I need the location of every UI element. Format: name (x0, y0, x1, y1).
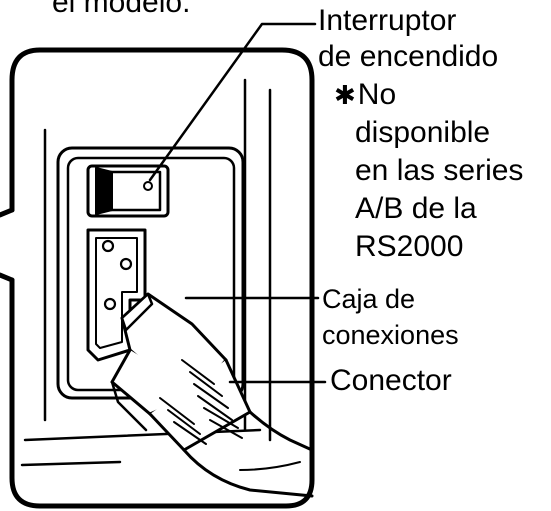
top-caption: el modelo. (52, 0, 191, 19)
switch-note-line2: disponible (355, 116, 491, 149)
socket-hole-3 (103, 297, 117, 311)
cable-shine (239, 461, 301, 471)
leader-switch (148, 22, 317, 182)
switch-note-line5: RS2000 (355, 230, 464, 263)
switch-note-no: No (357, 78, 397, 111)
switch-shade (95, 167, 113, 215)
box-label-line1: Caja de (322, 284, 416, 314)
socket-hole-1 (101, 239, 115, 253)
panel-bottom (20, 428, 262, 467)
plug-face (120, 292, 154, 332)
plug-ridges (181, 359, 243, 439)
plug-grip (148, 358, 252, 452)
switch-note-line1: ✱No (334, 78, 396, 113)
switch-bezel (86, 164, 170, 218)
asterisk-icon: ✱ (334, 81, 356, 111)
switch-dot (143, 181, 153, 191)
switch-label-line1: Interruptor (318, 4, 457, 37)
detail-frame-left (9, 47, 43, 213)
socket-hole-2 (119, 257, 133, 271)
switch-note-line4: A/B de la (355, 192, 477, 225)
callout-pointer (0, 207, 15, 283)
cable (182, 410, 314, 498)
plug-left-flank (110, 380, 148, 432)
connector-label: Conector (330, 364, 452, 397)
box-label-line2: conexiones (322, 320, 459, 350)
plug-ridges-2 (159, 397, 207, 445)
switch-note-line3: en las series (355, 154, 524, 187)
switch-label-line2: de encendido (318, 40, 499, 73)
detail-frame (9, 47, 315, 509)
